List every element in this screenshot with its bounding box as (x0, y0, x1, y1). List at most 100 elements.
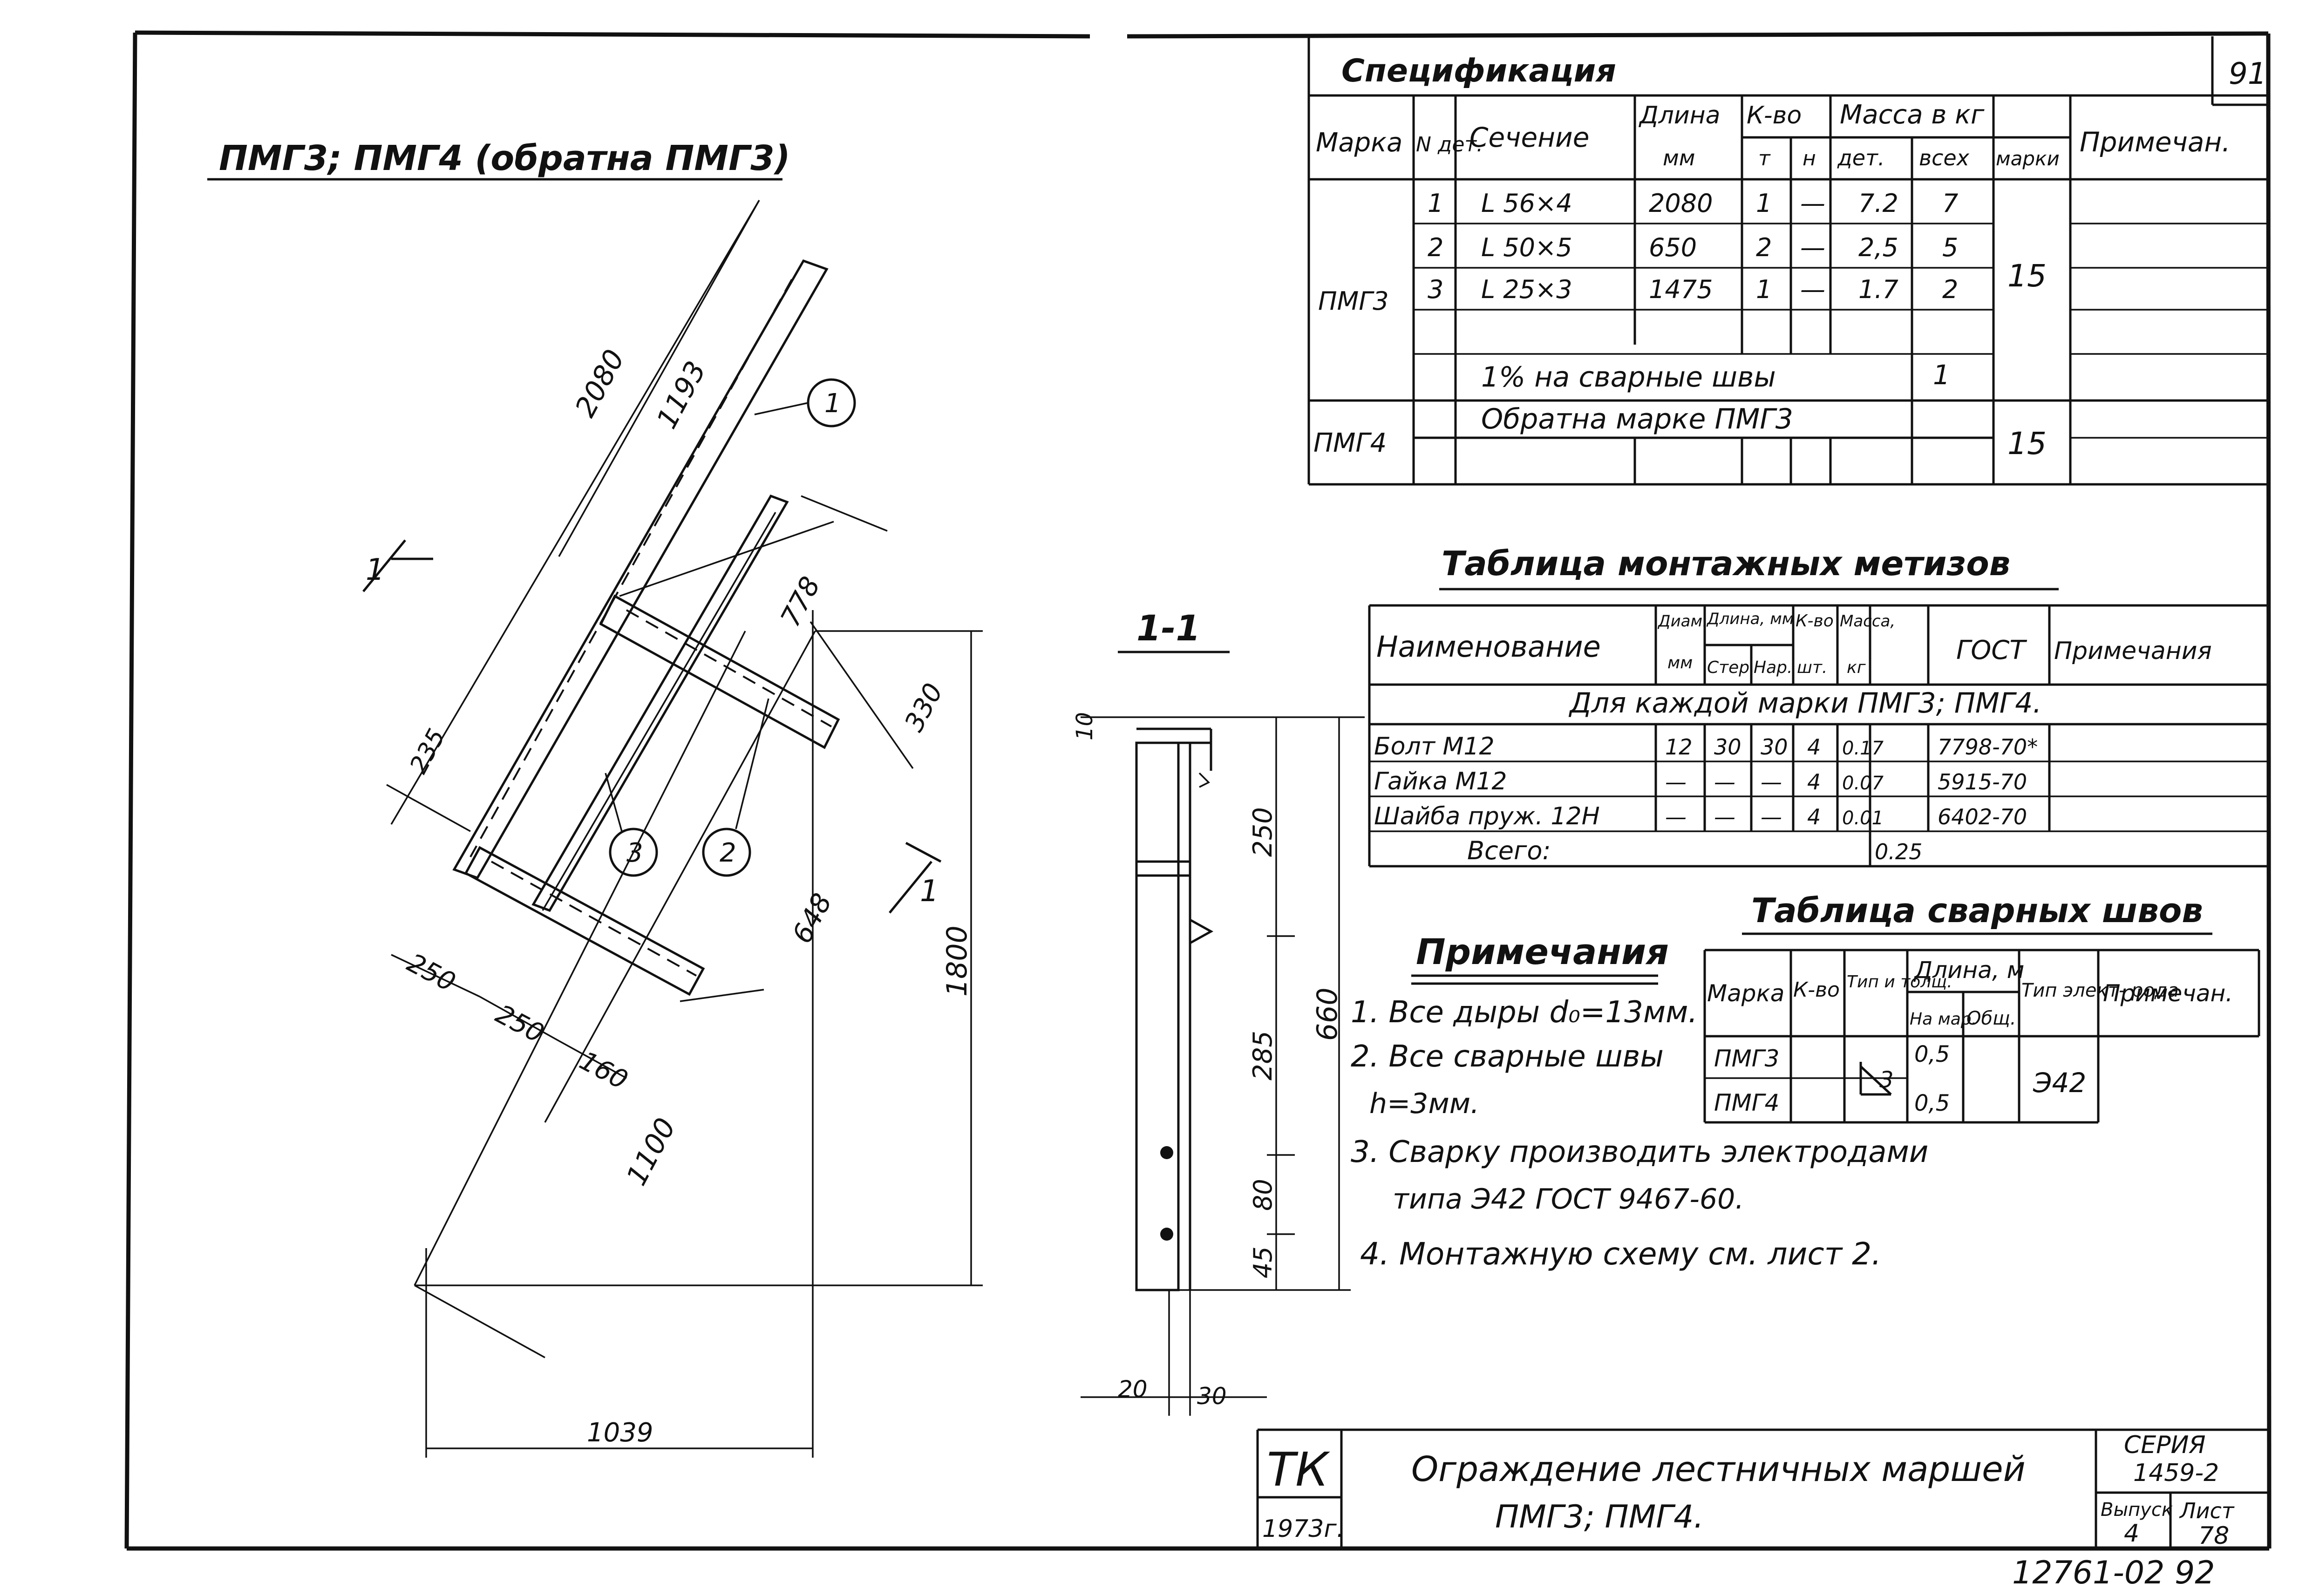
weld-header-type: Тип и толщ. (1847, 972, 1952, 992)
spec-row-mass-part: 1.7 (1858, 275, 1898, 304)
spec-mark-2: ПМГ4 (1313, 428, 1387, 458)
dim-778: 778 (774, 571, 826, 632)
cut-marker-lower-label: 1 (920, 874, 939, 909)
spec-weld-value: 1 (1933, 359, 1950, 391)
callout-2-label: 2 (720, 838, 736, 868)
fast-row-name: Болт М12 (1374, 733, 1495, 761)
sec-dim-20: 20 (1118, 1376, 1148, 1403)
sec-dim-660: 660 (1311, 987, 1344, 1041)
sec-dim-45: 45 (1248, 1246, 1278, 1278)
spec-row-no: 3 (1428, 275, 1443, 304)
fast-row-qty: 4 (1807, 734, 1821, 760)
note-1: 1. Все дыры d₀=13мм. (1351, 995, 1698, 1030)
dim-2080: 2080 (569, 344, 631, 422)
spec-header-part-no: N дет. (1416, 133, 1483, 156)
fast-row-rod: — (1714, 804, 1735, 829)
spec-row-qty-n: — (1800, 275, 1825, 304)
weld-symbol-icon (1859, 1062, 1892, 1096)
weld-header-length: Длина, м (1913, 957, 2024, 984)
title-org: ТК (1267, 1442, 1330, 1497)
spec-row-mass-all: 5 (1942, 233, 1958, 262)
fast-row-thread: — (1761, 804, 1782, 829)
fast-row-gost: 6402-70 (1938, 804, 2027, 829)
callout-3-label: 3 (626, 838, 643, 868)
weld-header-qty: К-во (1793, 978, 1840, 1002)
title-line-1: Ограждение лестничных маршей (1411, 1449, 2026, 1489)
weld-header-electrode: Тип элект- рода (2021, 980, 2179, 1001)
title-sheet-label: Лист (2179, 1498, 2235, 1523)
dim-1100: 1100 (620, 1113, 682, 1191)
title-sheet-value: 78 (2198, 1522, 2229, 1550)
sec-dim-250: 250 (1248, 807, 1278, 857)
spec-mark-2-text: Обратна марке ПМГ3 (1481, 403, 1793, 435)
dim-235: 235 (405, 724, 451, 778)
title-series-value: 1459-2 (2133, 1459, 2219, 1487)
archive-number: 12761-02 92 (2012, 1555, 2215, 1591)
spec-header-section: Сечение (1469, 122, 1589, 153)
callout-1: 1 (754, 378, 856, 428)
sheet-number: 91 (2229, 57, 2266, 91)
spec-row-no: 2 (1428, 233, 1443, 262)
fast-header-diam: Диам. (1657, 612, 1707, 631)
main-view: ПМГ3; ПМГ4 (обратна ПМГ3) 20 (207, 138, 983, 1458)
spec-row-length: 2080 (1649, 189, 1713, 218)
notes-title: Примечания (1416, 931, 1669, 972)
fast-row-mass: 0.07 (1842, 773, 1884, 794)
weld-header-mark: Марка (1707, 980, 1784, 1007)
spec-header-mass: Масса в кг (1840, 100, 1985, 130)
spec-mass-mark-1: 15 (2007, 258, 2047, 294)
fasteners-table: Таблица монтажных метизов Наименование Д… (1368, 544, 2268, 868)
sec-dim-285: 285 (1248, 1031, 1278, 1080)
cut-marker-lower: 1 (889, 842, 942, 914)
spec-mark-1: ПМГ3 (1318, 286, 1389, 316)
spec-header-note: Примечан. (2080, 126, 2231, 158)
fast-header-length: Длина, мм (1706, 610, 1794, 628)
fast-row-qty: 4 (1807, 804, 1821, 829)
weld-header-note: Примечан. (2103, 980, 2233, 1007)
spec-header-qty: К-во (1747, 102, 1802, 129)
welds-table: Таблица сварных швов Марка К-во Тип и то… (1703, 891, 2260, 1124)
fast-row-rod: — (1714, 769, 1735, 795)
dim-1039: 1039 (587, 1418, 653, 1448)
spec-row-mass-part: 2,5 (1858, 233, 1898, 262)
spec-row-mass-all: 2 (1942, 275, 1958, 304)
fast-header-mass-unit: кг (1847, 658, 1866, 677)
weld-len-2: 0,5 (1914, 1090, 1950, 1116)
spec-row-qty-t: 2 (1756, 233, 1772, 262)
note-3: 3. Сварку производить электродами (1351, 1135, 1928, 1169)
spec-row-section: L 50×5 (1481, 233, 1572, 262)
fast-row-diam: — (1665, 804, 1687, 829)
spec-row-length: 650 (1649, 233, 1697, 262)
fast-row-diam: 12 (1665, 734, 1693, 760)
fast-row-qty: 4 (1807, 769, 1821, 795)
note-3b: типа Э42 ГОСТ 9467-60. (1393, 1183, 1744, 1216)
fast-header-thread: Нар. (1754, 658, 1792, 677)
sec-dim-30: 30 (1197, 1383, 1227, 1410)
fast-row-gost: 7798-70* (1938, 734, 2038, 760)
fast-row-gost: 5915-70 (1938, 769, 2027, 795)
spec-row-section: L 25×3 (1481, 275, 1572, 304)
weld-electrode: Э42 (2033, 1067, 2086, 1099)
fast-header-qty-unit: шт. (1797, 658, 1827, 677)
fast-total-mass: 0.25 (1875, 839, 1922, 864)
weld-len-1: 0,5 (1914, 1041, 1950, 1067)
spec-header-qty-n: н (1803, 147, 1816, 170)
fast-row-name: Гайка М12 (1374, 767, 1507, 795)
weld-type-value: 3 (1879, 1067, 1894, 1093)
fast-row-diam: — (1665, 769, 1687, 795)
fast-row-mass: 0.01 (1842, 808, 1884, 829)
dim-648: 648 (786, 888, 838, 949)
note-4: 4. Монтажную схему см. лист 2. (1360, 1236, 1881, 1272)
notes-block: Примечания 1. Все дыры d₀=13мм. 2. Все с… (1351, 931, 1928, 1272)
title-line-2: ПМГ3; ПМГ4. (1495, 1499, 1704, 1535)
spec-row-qty-n: — (1800, 233, 1825, 262)
spec-mass-mark-2: 15 (2007, 426, 2047, 462)
sheet-frame (124, 30, 2272, 1551)
weld-mark-1: ПМГ3 (1714, 1045, 1779, 1072)
spec-row-no: 1 (1428, 189, 1443, 218)
spec-row-mass-all: 7 (1942, 189, 1958, 218)
